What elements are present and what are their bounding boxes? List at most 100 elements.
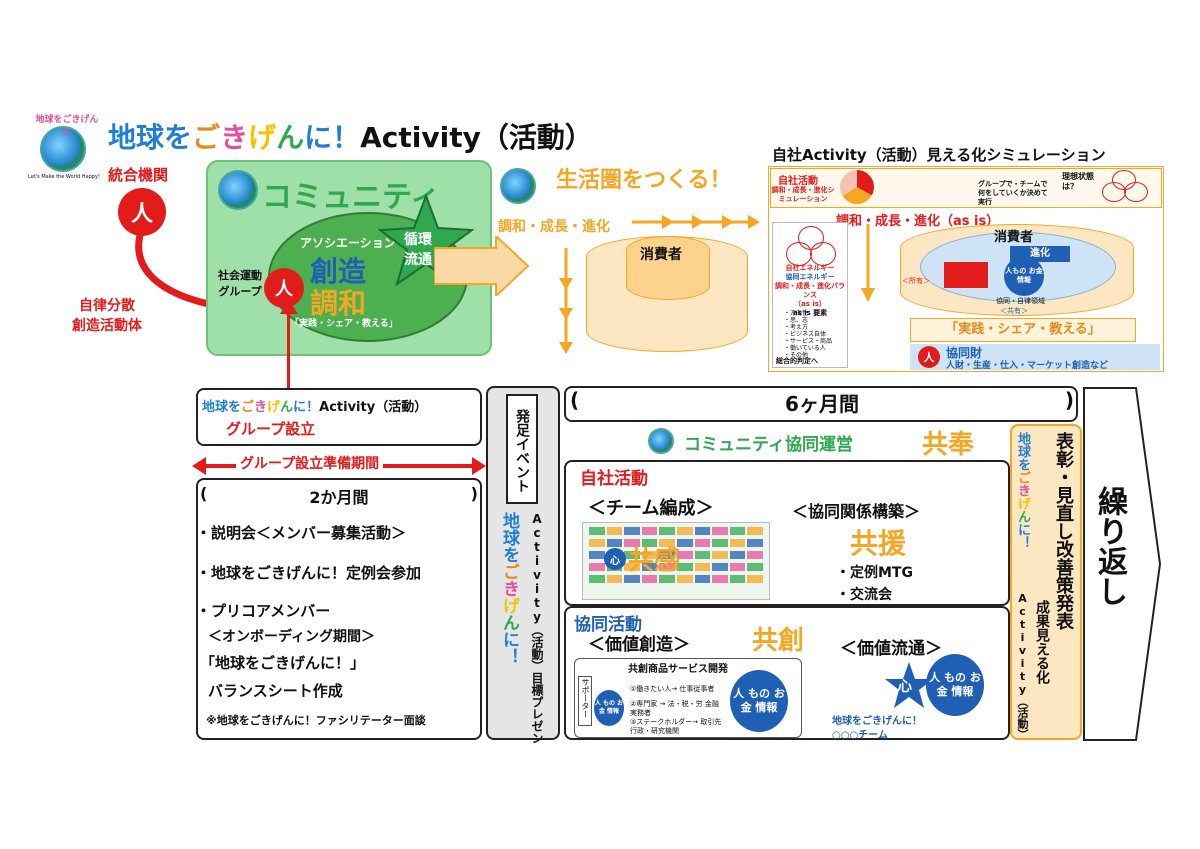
rainbow-char: に [304, 121, 333, 154]
launch-activity-vertical: Activity（活動）目標プレゼン [530, 512, 544, 744]
chouwa-label: 調和 [310, 287, 367, 320]
venn-circle [1124, 182, 1148, 202]
people-circle-large: 人 もの お金 情報 [730, 670, 788, 732]
group-setup-box [196, 388, 482, 446]
sim-venn-left [782, 226, 840, 270]
rainbow-char: に [499, 631, 519, 648]
results-label: 成果見える化 [1034, 600, 1050, 684]
rainbow-char: き [499, 580, 519, 597]
bracket-right: ) [470, 484, 478, 503]
team-sheet-cell [747, 539, 763, 547]
team-sheet-cell [589, 551, 605, 559]
team-sheet-cell [694, 575, 711, 583]
sim-kyodo-zai: 協同財 [946, 346, 983, 360]
association-label: アソシエーション [300, 236, 396, 250]
supporter-label: サポーター [578, 676, 592, 726]
community-op-label: コミュニティ協同運営 [684, 435, 853, 455]
results-column [1010, 424, 1082, 740]
souzou-label: 創造 [310, 255, 367, 288]
sim-pie [840, 170, 874, 204]
value-flow-label: ＜価値流通＞ [840, 639, 942, 659]
team-label: 地球をごきげんに！ [832, 716, 922, 727]
team-sheet-cell [712, 539, 728, 547]
rainbow-char: ご [241, 400, 255, 415]
globe-icon [40, 126, 86, 172]
star-icon [378, 194, 474, 287]
sim-energy: 自社エネルギー [785, 264, 835, 272]
mtg-label: ・定例MTG [836, 565, 913, 581]
six-month-header [564, 386, 1078, 422]
sim-kyodo-zai-sub: 人財・生産・仕入・マーケット創造など [946, 361, 1109, 371]
rainbow-char: ！ [306, 400, 320, 415]
sim-title: 自社Activity（活動）見える化シミュレーション [772, 146, 1106, 164]
sim-top-strip [770, 168, 1162, 208]
community-title: コミュニティ [262, 180, 441, 215]
rainbow-char: ん [280, 400, 294, 415]
page-title-earth: 地球をごきげんに！ [108, 121, 360, 154]
team-sheet-cell [712, 551, 728, 559]
team-name: ○○○チーム [832, 730, 888, 741]
rainbow-char: ん [499, 614, 519, 631]
social-group-line2: グループ [218, 285, 262, 298]
rainbow-char: ！ [499, 648, 519, 665]
right-activity-vertical: Activity（活動） [1016, 592, 1029, 740]
group-setup-line1: 地球をごきげんに！Activity（活動）（as is） [202, 396, 427, 415]
team-sheet-cell [641, 551, 658, 559]
sim-red-block [944, 262, 988, 288]
sim-left-column [772, 222, 848, 368]
community-globe-icon [218, 170, 258, 210]
cocreate-row1: ①働きたい人→ 仕事従事者 [630, 685, 715, 693]
rainbow-char: げ [499, 597, 519, 614]
group-setup-suffix: Activity（活動） [319, 400, 428, 415]
rainbow-char: を [228, 400, 242, 415]
launch-earth-vertical: 地球をごきげんに！ [498, 512, 520, 665]
consumer-label: 消費者 [640, 247, 682, 263]
rainbow-char: を [499, 546, 519, 563]
team-sheet-cell [659, 575, 675, 583]
page-title: 地球をごきげんに！Activity（活動） [108, 116, 593, 156]
team-sheet-cell [659, 563, 675, 571]
team-sheet-cell [729, 551, 746, 559]
rainbow-char: ！ [1015, 536, 1030, 549]
kyoen-label: 共援 [850, 527, 907, 560]
rainbow-char: ご [499, 563, 519, 580]
social-group-person-icon: 人 [264, 268, 304, 308]
team-sheet-cell [641, 575, 658, 583]
team-sheet-cell [641, 539, 658, 547]
rainbow-char: き [220, 121, 249, 154]
star-line1: 循環 [404, 232, 432, 248]
autonomous-line2: 創造活動体 [72, 318, 142, 334]
bracket-left: ( [200, 484, 208, 503]
element-list-item: ・考え方 [784, 324, 809, 331]
team-sheet-cell [694, 551, 711, 559]
item-regular-meeting: ・地球をごきげんに！定例会参加 [196, 564, 422, 582]
red-up-arrowhead [280, 300, 298, 314]
star-line2: 流通 [404, 252, 432, 268]
sim-ideal: 理想状態は？ [1062, 172, 1094, 191]
rainbow-char: げ [267, 400, 281, 415]
integrated-org-person-icon: 人 [118, 188, 166, 236]
team-sheet-cell [624, 563, 640, 571]
heart-star-text: 心 [898, 679, 912, 695]
rainbow-char: 球 [215, 400, 229, 415]
team-sheet-cell [747, 551, 763, 559]
cocreate-row2: ②専門家 → 法・税・労 金融実務者 [630, 700, 719, 717]
prep-arrow-right-head [472, 457, 486, 475]
onboarding-label: ＜オンボーディング期間＞ [208, 629, 376, 645]
value-flow-circle: 人 もの お金 情報 [926, 654, 984, 716]
sim-asis-elements: as is 要素 [792, 309, 828, 317]
sim-kyodo-field: 協同・自律領域 [996, 297, 1045, 305]
kyoho-label: 共奉 [922, 430, 975, 460]
kyodo-rel-label: ＜協同関係構築＞ [792, 502, 921, 521]
team-sheet-cell [624, 539, 640, 547]
venn-circle [1102, 182, 1126, 202]
right-earth-vertical: 地球をごきげんに！ [1014, 432, 1030, 549]
team-sheet-cell [729, 527, 746, 535]
rainbow-char: き [254, 400, 268, 415]
team-sheet-cell [676, 551, 693, 559]
team-sheet-cell [676, 539, 693, 547]
team-sheet-cell [624, 575, 640, 583]
autonomous-label: 自律分散 創造活動体 [72, 296, 142, 336]
sim-shoyu: ＜所有＞ [902, 277, 930, 285]
item-precore: ・プリコアメンバー [196, 602, 331, 620]
